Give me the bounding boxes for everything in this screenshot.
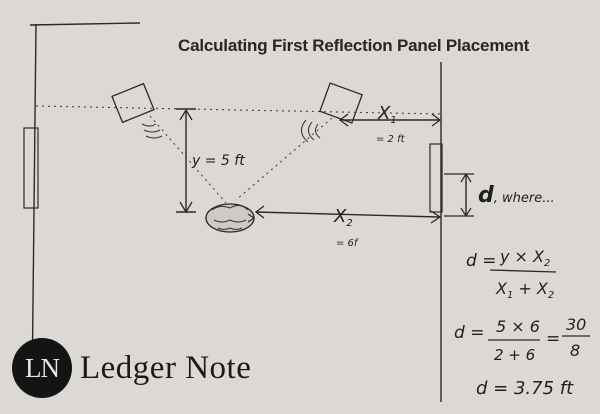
top-wall xyxy=(29,22,141,26)
substitution-numerator: 5 × 6 xyxy=(496,317,540,336)
right-speaker-sound xyxy=(301,119,321,143)
result-denominator: 8 xyxy=(570,341,580,360)
d-label: d, where... xyxy=(478,183,555,208)
ledger-note-logo: LN Ledger Note xyxy=(12,338,251,398)
x2-arrow-heads xyxy=(254,205,442,224)
sight-line-left xyxy=(149,115,227,204)
formula-fraction-bar xyxy=(489,269,557,273)
x1-arrow-heads xyxy=(338,113,442,127)
substitution-lhs: d = xyxy=(454,323,484,343)
logo-text: Ledger Note xyxy=(80,349,252,386)
right-panel xyxy=(429,143,443,213)
x1-label: X1 xyxy=(377,103,397,126)
right-speaker xyxy=(319,82,363,124)
formula-lhs: d = xyxy=(466,251,496,271)
page-title: Calculating First Reflection Panel Place… xyxy=(178,36,530,55)
left-panel xyxy=(23,127,39,209)
x1-value: = 2 ft xyxy=(376,134,406,145)
d-arrow-heads xyxy=(460,172,472,218)
listener-head xyxy=(205,203,256,233)
speaker-line xyxy=(35,105,442,115)
left-speaker xyxy=(111,82,155,124)
substitution-equals: = xyxy=(546,329,560,349)
left-wall xyxy=(31,23,37,397)
formula-numerator: y × X2 xyxy=(499,247,550,269)
result-numerator: 30 xyxy=(566,315,586,334)
x2-dimension-arrow xyxy=(255,211,441,218)
final-result: d = 3.75 ft xyxy=(476,378,574,399)
y-arrow-heads xyxy=(179,108,193,214)
x2-value: = 6f xyxy=(336,238,359,249)
x2-label: X2 xyxy=(333,206,353,229)
left-speaker-sound xyxy=(141,123,163,139)
logo-mark: LN xyxy=(12,338,72,398)
formula-denominator: X1 + X2 xyxy=(495,279,554,301)
substitution-denominator: 2 + 6 xyxy=(494,346,535,364)
substitution: d = 5 × 6 2 + 6 = 30 8 xyxy=(454,315,590,364)
formula: d = y × X2 X1 + X2 xyxy=(466,247,557,301)
y-label: y = 5 ft xyxy=(191,153,245,169)
